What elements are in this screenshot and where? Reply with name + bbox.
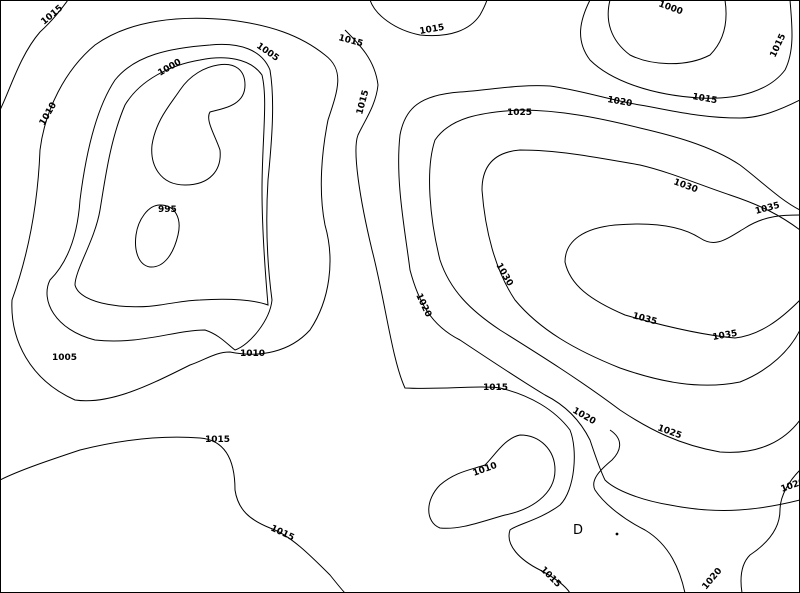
label-995: 995 [158,205,177,215]
label-1015-f: 1015 [691,92,717,106]
isobar-1020-bottomright [740,469,800,593]
label-1005-b: 1005 [52,353,77,363]
label-1035-c: 1035 [712,329,738,343]
label-1015-d: 1015 [419,23,445,37]
isobar-1010-outer [11,17,339,402]
low-pressure-marker: D [573,523,583,538]
isobar-1035-high [564,214,800,339]
label-1020-a: 1020 [606,95,632,109]
isobar-1000-topright [607,0,727,65]
isobar-1015-centre [369,0,488,37]
station-dot [615,532,619,536]
isobar-1015-topright [580,0,793,99]
isobar-1025-high [429,109,800,453]
label-1015-h: 1015 [205,435,230,445]
isobar-995 [135,204,180,268]
isobar-1020-bottom [593,429,686,593]
label-1015-g: 1015 [483,383,508,393]
isobar-1015-bottomleft [0,436,346,593]
isobar-1030-high [481,149,800,386]
isobar-1015-left-edge [0,0,69,111]
isobar-1010-bottom [428,434,556,529]
isobar-1000-left [74,57,269,308]
isobar-1000-inner [151,63,246,186]
label-1025-a: 1025 [507,108,532,118]
isobar-1020-high [398,85,800,511]
label-1010-b: 1010 [240,349,265,359]
isobar-1015-centre-long [344,29,575,593]
isobar-1005 [46,43,274,351]
